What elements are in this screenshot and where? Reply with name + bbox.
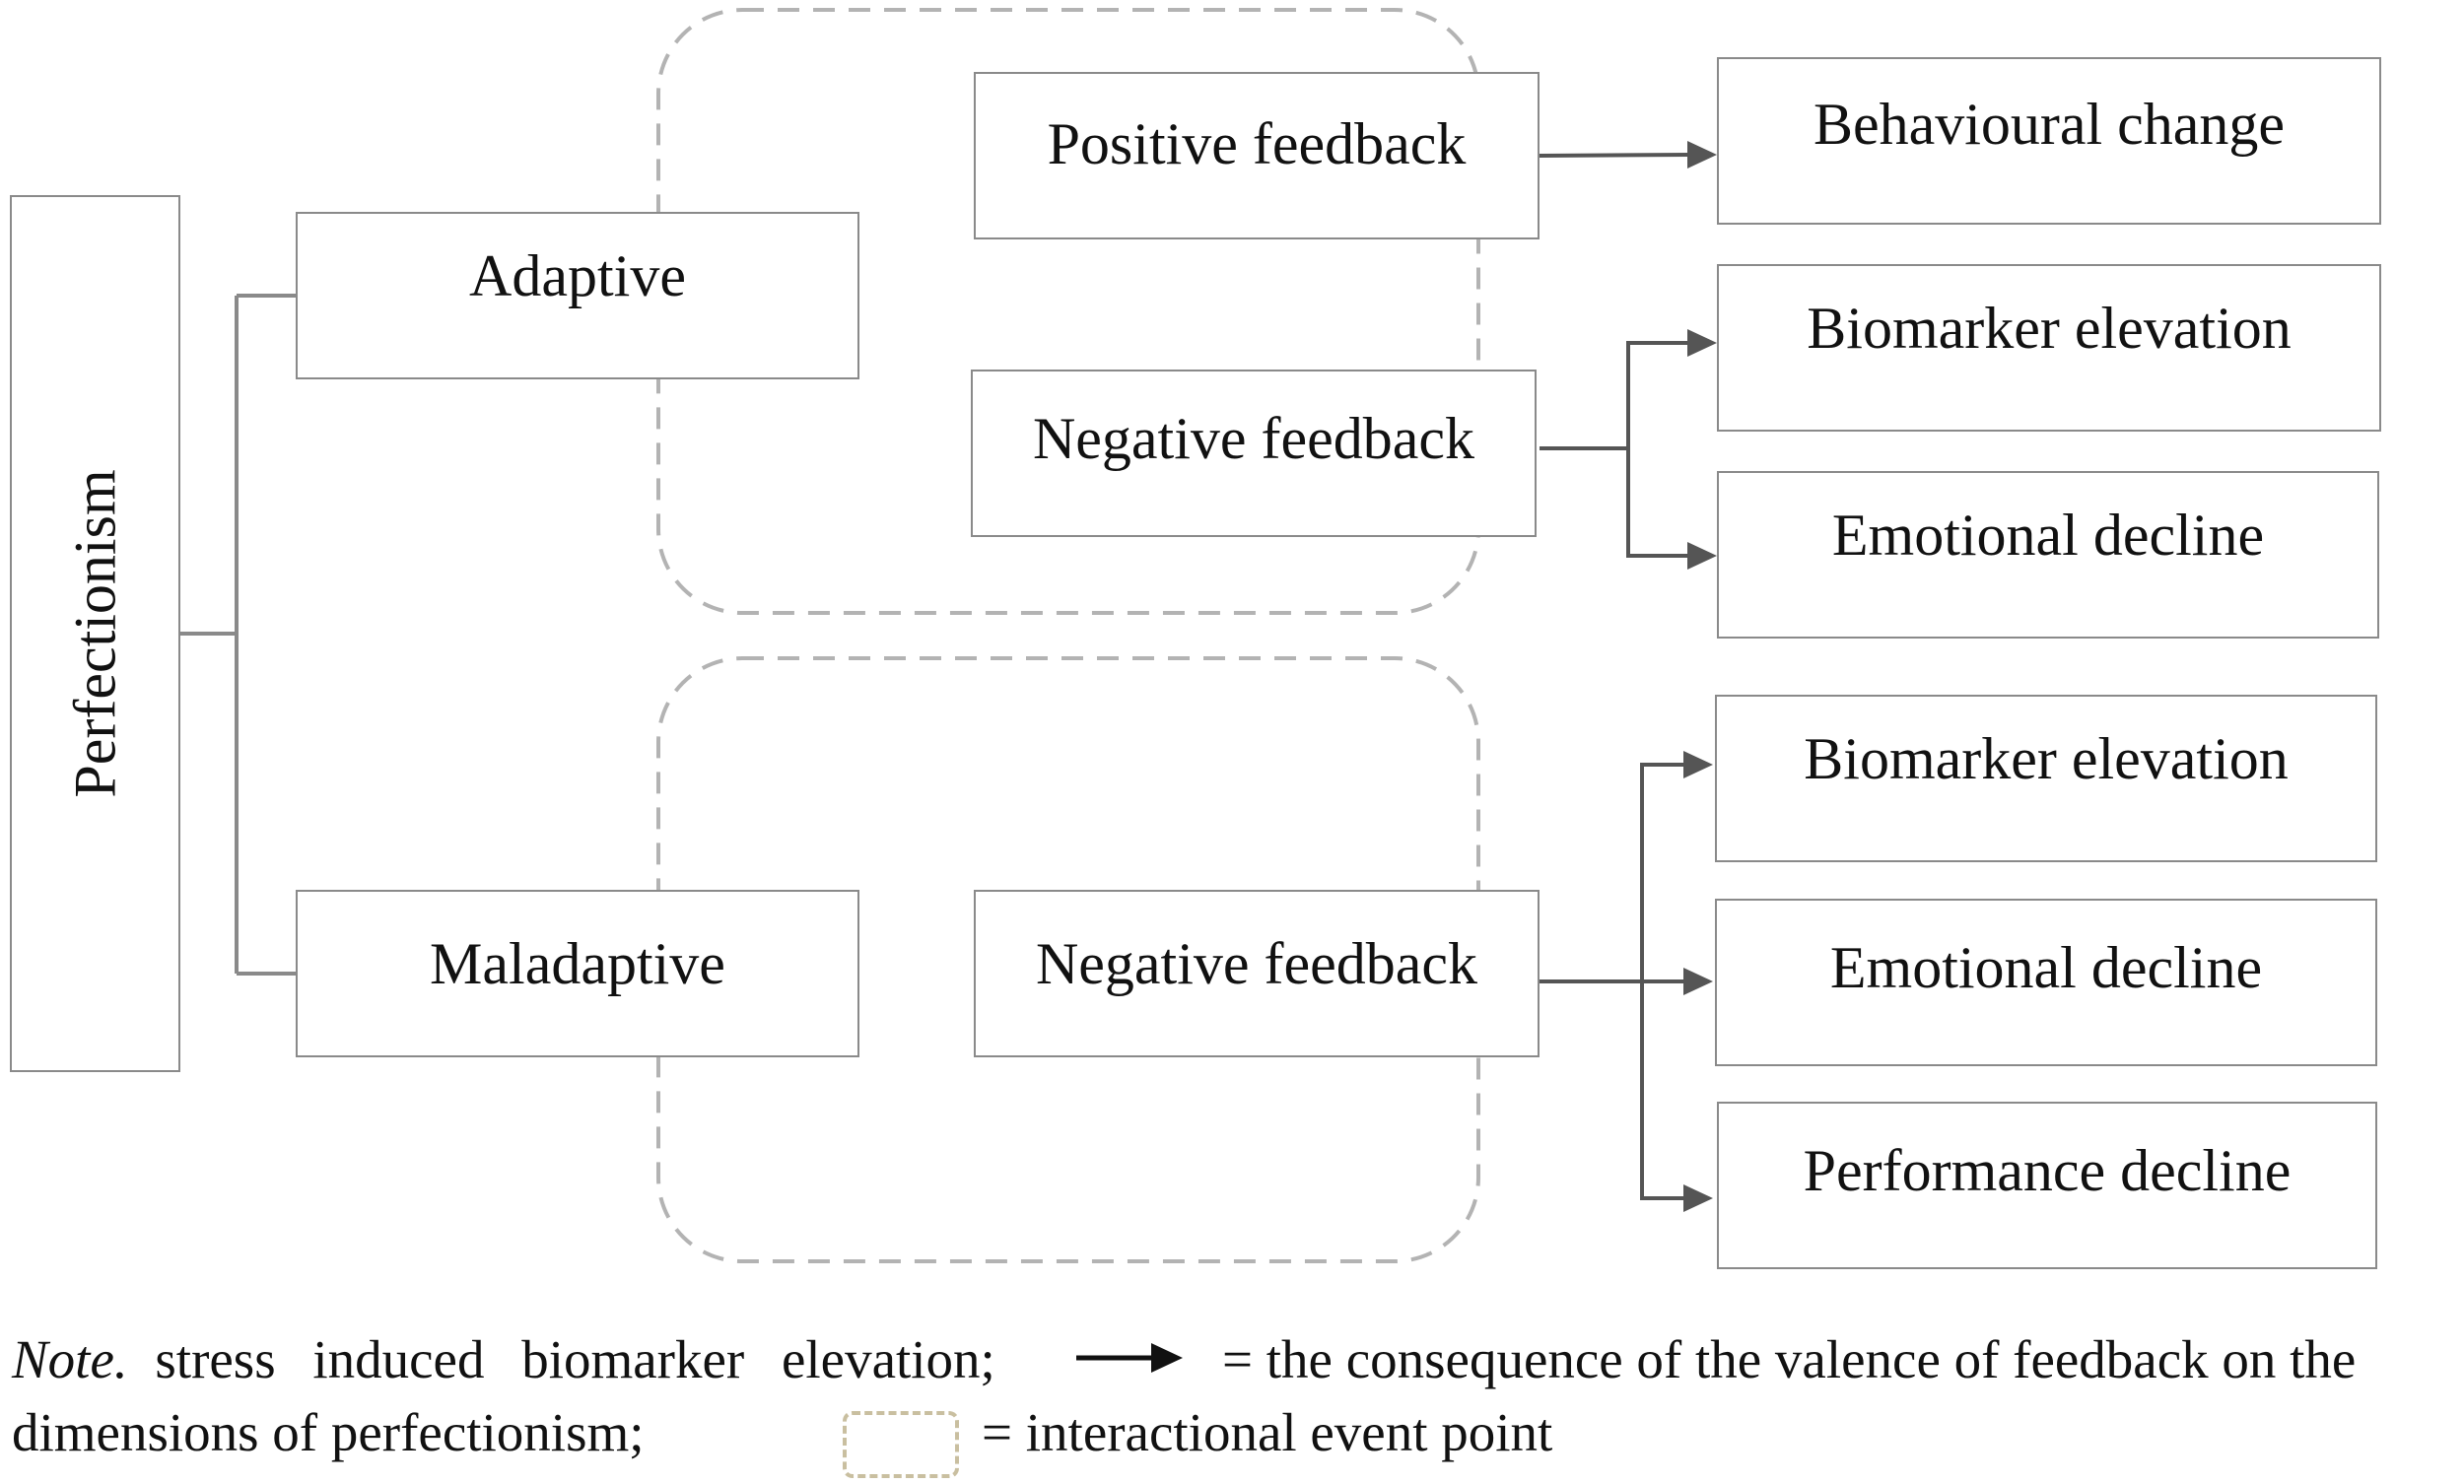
biomarker-elevation-label-2: Biomarker elevation [1804, 726, 2289, 791]
biomarker-elevation-label-1: Biomarker elevation [1807, 296, 2292, 361]
emotional-decline-box-1: Emotional decline [1717, 471, 2379, 639]
note-text-1: stress induced biomarker elevation; [155, 1329, 995, 1389]
behavioural-change-label: Behavioural change [1813, 91, 2286, 157]
emotional-decline-label-2: Emotional decline [1829, 935, 2263, 1000]
positive-feedback-label: Positive feedback [1047, 110, 1467, 176]
negative-feedback-maladaptive-label: Negative feedback [1035, 931, 1478, 996]
arrowhead [1687, 542, 1717, 570]
arrowhead [1687, 141, 1717, 169]
positive-feedback-box: Positive feedback [974, 72, 1540, 239]
arrowhead [1683, 968, 1713, 995]
biomarker-elevation-box-1: Biomarker elevation [1717, 264, 2381, 432]
arrow-negative-adaptive-branch [1540, 341, 1691, 558]
note-prefix: Note. [12, 1329, 128, 1389]
emotional-decline-box-2: Emotional decline [1715, 899, 2377, 1066]
perfectionism-label: Perfectionism [62, 469, 128, 798]
emotional-decline-label-1: Emotional decline [1831, 503, 2265, 568]
note-line-1: Note. stress induced biomarker elevation… [12, 1332, 995, 1386]
arrowhead [1687, 329, 1717, 357]
connector-root-trunk [180, 294, 296, 976]
negative-feedback-adaptive-box: Negative feedback [971, 370, 1537, 537]
note-line-1-rest: = the consequence of the valence of feed… [1222, 1332, 2356, 1386]
note-text-4: = interactional event point [982, 1402, 1553, 1462]
maladaptive-box: Maladaptive [296, 890, 859, 1057]
note-text-3: dimensions of perfectionism; [12, 1402, 645, 1462]
performance-decline-label: Performance decline [1803, 1138, 2292, 1203]
negative-feedback-adaptive-label: Negative feedback [1032, 406, 1475, 471]
arrow-positive-to-behavioural [1539, 153, 1691, 158]
arrow-negative-maladaptive-branch [1540, 763, 1687, 1200]
perfectionism-box: Perfectionism [10, 195, 180, 1072]
legend-arrowhead [1151, 1343, 1183, 1373]
arrowhead [1683, 1184, 1713, 1212]
arrowhead [1683, 751, 1713, 778]
negative-feedback-maladaptive-box: Negative feedback [974, 890, 1540, 1057]
note-line-2: dimensions of perfectionism; [12, 1405, 645, 1459]
biomarker-elevation-box-2: Biomarker elevation [1715, 695, 2377, 862]
behavioural-change-box: Behavioural change [1717, 57, 2381, 225]
note-line-2-rest: = interactional event point [982, 1405, 1552, 1459]
performance-decline-box: Performance decline [1717, 1102, 2377, 1269]
maladaptive-label: Maladaptive [430, 931, 725, 996]
adaptive-label: Adaptive [469, 243, 686, 308]
adaptive-box: Adaptive [296, 212, 859, 379]
note-text-2: = the consequence of the valence of feed… [1222, 1329, 2357, 1389]
legend-dashed-box-icon [843, 1411, 959, 1478]
